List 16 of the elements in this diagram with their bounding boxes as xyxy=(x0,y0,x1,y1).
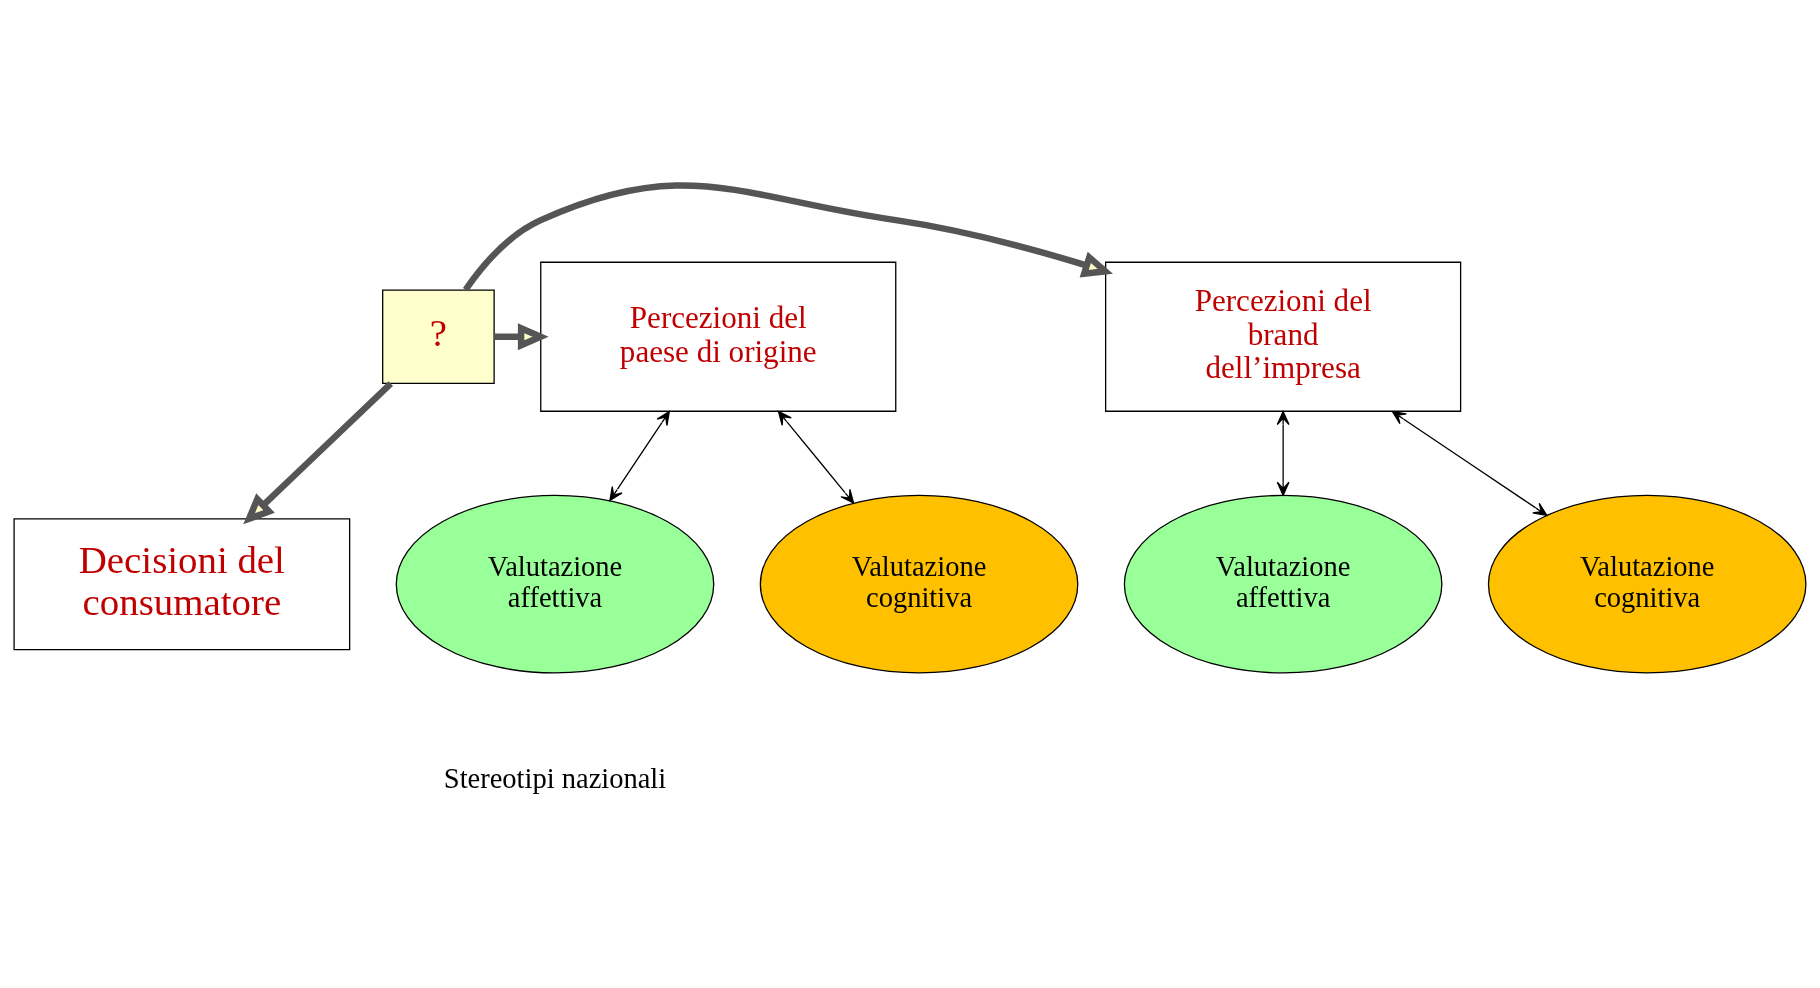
node-ellipse: Valutazione cognitiva xyxy=(1487,494,1807,674)
node-box: ? xyxy=(382,288,495,384)
arrow xyxy=(494,322,549,350)
node-ellipse: Valutazione affettiva xyxy=(395,494,715,674)
label: Stereotipi nazionali xyxy=(443,762,667,794)
node-box: Percezioni del paese di origine xyxy=(540,261,897,412)
arrow xyxy=(462,181,1113,292)
node-ellipse: Valutazione cognitiva xyxy=(759,494,1079,674)
arrow xyxy=(777,410,855,504)
node-ellipse: Valutazione affettiva xyxy=(1123,494,1443,674)
arrow xyxy=(243,380,393,524)
node-box: Percezioni del brand dell’impresa xyxy=(1105,261,1462,412)
node-box: Decisioni del consumatore xyxy=(13,517,351,650)
arrow xyxy=(609,410,670,501)
arrow xyxy=(1276,410,1290,496)
arrow xyxy=(1391,410,1548,516)
